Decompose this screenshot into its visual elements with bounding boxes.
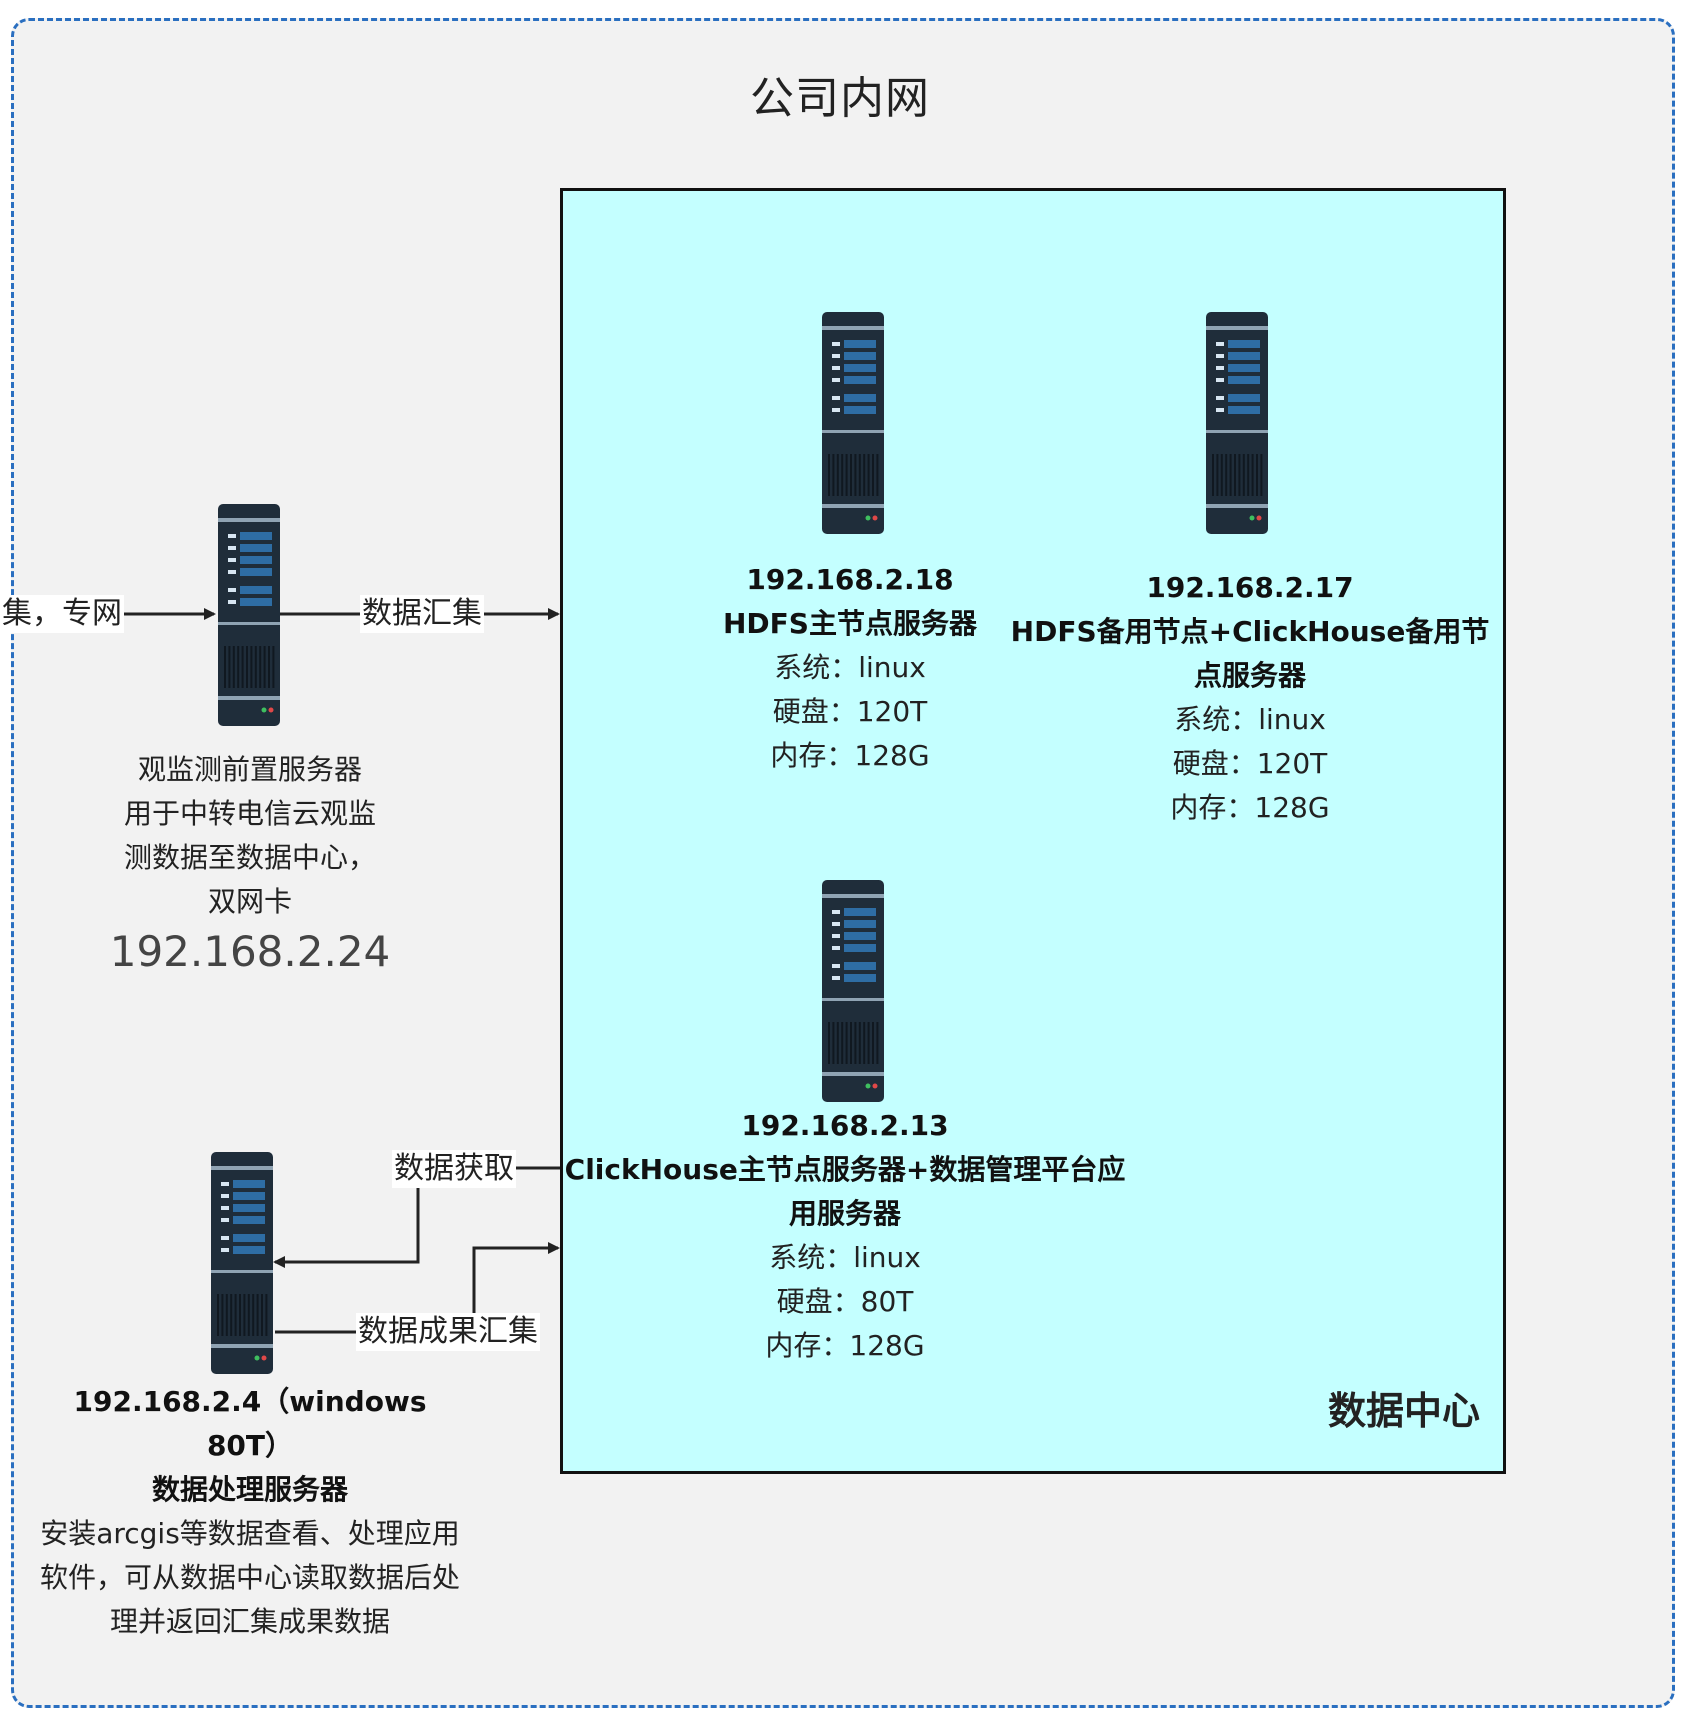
datacenter-box bbox=[560, 188, 1506, 1474]
hdfs-master-mem: 内存：128G bbox=[770, 739, 930, 772]
hdfs-backup-server-icon bbox=[1206, 312, 1268, 534]
processing-server-icon bbox=[211, 1152, 273, 1374]
processing-server-name: 数据处理服务器 bbox=[151, 1473, 348, 1506]
hdfs-master-name: HDFS主节点服务器 bbox=[723, 607, 977, 640]
edge-label-collect: 数据汇集 bbox=[360, 595, 484, 633]
hdfs-backup-ip: 192.168.2.17 bbox=[1146, 571, 1354, 604]
hdfs-master-os: 系统：linux bbox=[774, 651, 926, 684]
clickhouse-master-server-icon bbox=[822, 880, 884, 1102]
hdfs-master-disk: 硬盘：120T bbox=[772, 695, 928, 728]
external-network-label: 集，专网 bbox=[0, 595, 124, 633]
clickhouse-master-name: ClickHouse主节点服务器+数据管理平台应用服务器 bbox=[564, 1153, 1126, 1230]
processing-server-line-2: 软件，可从数据中心读取数据后处 bbox=[40, 1561, 461, 1594]
processing-server-info: 192.168.2.4（windows 80T） 数据处理服务器 安装arcgi… bbox=[40, 1380, 460, 1644]
front-server-info: 观监测前置服务器 用于中转电信云观监 测数据至数据中心， 双网卡 192.168… bbox=[100, 748, 400, 980]
hdfs-master-ip: 192.168.2.18 bbox=[746, 563, 954, 596]
hdfs-backup-name: HDFS备用节点+ClickHouse备用节点服务器 bbox=[1010, 615, 1490, 692]
intranet-title: 公司内网 bbox=[750, 73, 930, 124]
edge-label-result: 数据成果汇集 bbox=[356, 1313, 540, 1351]
processing-server-line-3: 理并返回汇集成果数据 bbox=[109, 1605, 390, 1638]
processing-server-ip: 192.168.2.4（windows 80T） bbox=[73, 1385, 427, 1462]
front-server-icon bbox=[218, 504, 280, 726]
front-server-line-2: 用于中转电信云观监 bbox=[123, 797, 376, 830]
front-server-line-3: 测数据至数据中心， bbox=[123, 841, 376, 874]
front-server-ip: 192.168.2.24 bbox=[109, 927, 391, 976]
clickhouse-master-ip: 192.168.2.13 bbox=[741, 1109, 949, 1142]
hdfs-backup-os: 系统：linux bbox=[1174, 703, 1326, 736]
processing-server-line-1: 安装arcgis等数据查看、处理应用 bbox=[40, 1517, 460, 1550]
front-server-line-4: 双网卡 bbox=[207, 885, 292, 918]
clickhouse-master-disk: 硬盘：80T bbox=[776, 1285, 914, 1318]
datacenter-label: 数据中心 bbox=[1327, 1389, 1480, 1433]
hdfs-backup-mem: 内存：128G bbox=[1170, 791, 1330, 824]
hdfs-backup-disk: 硬盘：120T bbox=[1172, 747, 1328, 780]
hdfs-master-info: 192.168.2.18 HDFS主节点服务器 系统：linux 硬盘：120T… bbox=[640, 558, 1060, 778]
edge-label-fetch: 数据获取 bbox=[392, 1150, 516, 1188]
clickhouse-master-info: 192.168.2.13 ClickHouse主节点服务器+数据管理平台应用服务… bbox=[560, 1104, 1130, 1368]
hdfs-master-server-icon bbox=[822, 312, 884, 534]
clickhouse-master-mem: 内存：128G bbox=[765, 1329, 925, 1362]
hdfs-backup-info: 192.168.2.17 HDFS备用节点+ClickHouse备用节点服务器 … bbox=[1000, 566, 1500, 830]
front-server-line-1: 观监测前置服务器 bbox=[137, 753, 362, 786]
clickhouse-master-os: 系统：linux bbox=[769, 1241, 921, 1274]
